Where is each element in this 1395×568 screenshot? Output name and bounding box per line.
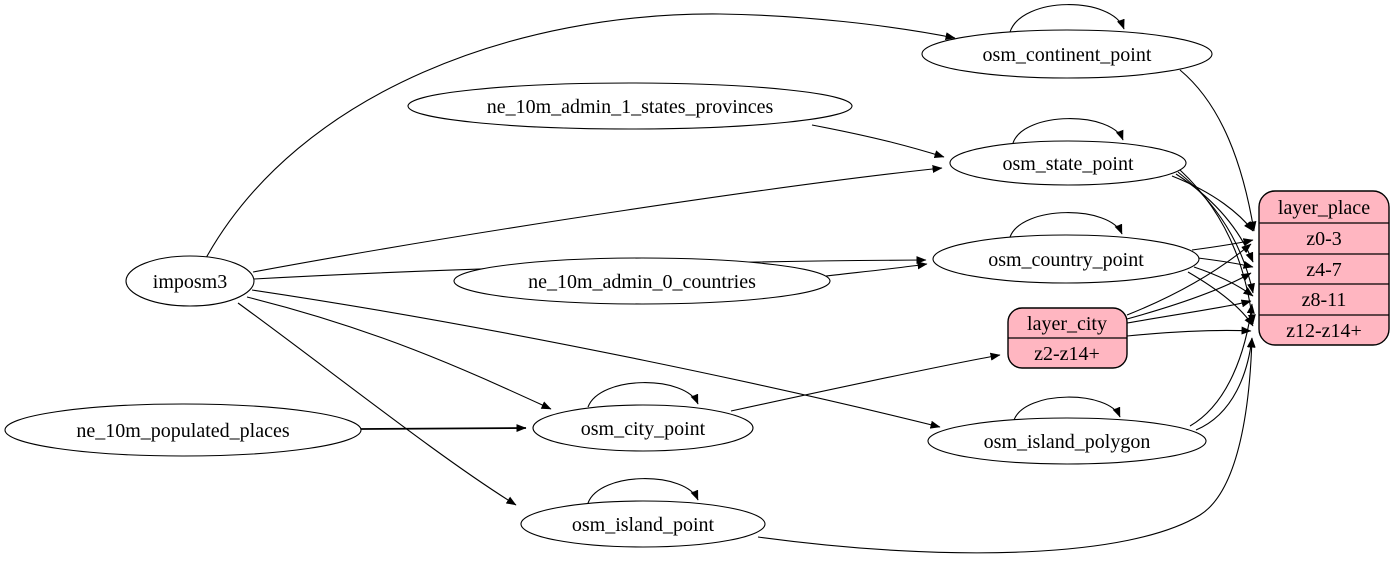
edge-osm_island_polygon-to-layer_place-z12-z14 xyxy=(1195,337,1255,431)
node-osm_state_point: osm_state_point xyxy=(949,140,1187,186)
node-osm_country_point-label: osm_country_point xyxy=(988,249,1144,271)
nodes-layer: imposm3 ne_10m_admin_1_states_provinces … xyxy=(4,29,1390,548)
edge-ne_10m_admin_1_states_provinces-to-osm_state_point xyxy=(811,124,945,159)
edge-osm_state_point-self xyxy=(1012,118,1124,144)
node-ne_10m_admin_1_states_provinces-shape xyxy=(407,82,853,130)
edge-layer_city-to-layer_place-z0-3 xyxy=(1126,243,1252,316)
node-imposm3-shape xyxy=(125,255,255,307)
node-ne_10m_admin_1_states_provinces-label: ne_10m_admin_1_states_provinces xyxy=(487,96,774,118)
node-layer_place-row-z4-7: z4-7 xyxy=(1306,259,1342,281)
node-osm_continent_point-label: osm_continent_point xyxy=(983,44,1152,66)
node-osm_country_point-shape xyxy=(932,234,1200,284)
node-osm_continent_point-shape xyxy=(921,29,1213,79)
edge-layer_city-to-layer_place-z8-11 xyxy=(1126,299,1252,324)
node-osm_island_polygon-label: osm_island_polygon xyxy=(984,431,1151,453)
node-layer_place-shape xyxy=(1258,190,1390,346)
edge-imposm3-to-osm_city_point xyxy=(246,296,552,410)
edges-layer xyxy=(205,4,1257,554)
edge-osm_country_point-to-layer_place-z4-7 xyxy=(1197,257,1254,269)
edge-osm_city_point-self xyxy=(587,382,699,408)
node-layer_city-title: layer_city xyxy=(1027,313,1107,335)
edge-ne_10m_populated_places-to-osm_city_point xyxy=(360,424,527,433)
edge-imposm3-to-osm_island_point xyxy=(237,302,517,506)
edge-osm_state_point-to-layer_place-z0-3 xyxy=(1171,175,1254,232)
node-osm_continent_point: osm_continent_point xyxy=(921,29,1213,79)
node-layer_city: layer_city z2-z14+ xyxy=(1007,307,1128,369)
edge-layer_city-to-layer_place-z4-7 xyxy=(1126,272,1252,320)
node-imposm3: imposm3 xyxy=(125,255,255,307)
node-ne_10m_populated_places-shape xyxy=(4,403,362,457)
edge-osm_island_polygon-self xyxy=(1013,396,1121,421)
node-osm_state_point-shape xyxy=(949,140,1187,186)
edge-osm_continent_point-self xyxy=(1009,4,1125,33)
edge-osm_city_point-to-layer_city-z2-z14 xyxy=(730,352,1001,412)
node-ne_10m_populated_places: ne_10m_populated_places xyxy=(4,403,362,457)
node-ne_10m_admin_0_countries-shape xyxy=(453,257,831,305)
edge-imposm3-to-osm_island_polygon xyxy=(251,289,941,429)
node-layer_place-title: layer_place xyxy=(1278,197,1370,219)
edge-osm_island_point-self xyxy=(587,478,699,504)
node-ne_10m_admin_0_countries: ne_10m_admin_0_countries xyxy=(453,257,831,305)
node-osm_country_point: osm_country_point xyxy=(932,234,1200,284)
edge-osm_island_point-to-layer_place-z12-z14 xyxy=(757,337,1256,554)
node-osm_island_polygon-shape xyxy=(927,417,1207,465)
node-osm_city_point: osm_city_point xyxy=(532,404,754,452)
node-ne_10m_populated_places-label: ne_10m_populated_places xyxy=(76,420,289,442)
node-layer_place-row-z8-11: z8-11 xyxy=(1302,289,1347,311)
node-osm_city_point-label: osm_city_point xyxy=(581,418,706,440)
edge-osm_continent_point-to-layer_place-z0-3 xyxy=(1179,69,1257,232)
edge-imposm3-to-osm_continent_point xyxy=(205,13,956,259)
node-osm_city_point-shape xyxy=(532,404,754,452)
edge-osm_island_polygon-to-layer_place-z8-11 xyxy=(1189,303,1255,427)
node-layer_place: layer_place z0-3 z4-7 z8-11 z12-z14+ xyxy=(1258,190,1390,346)
node-osm_island_polygon: osm_island_polygon xyxy=(927,417,1207,465)
node-osm_state_point-label: osm_state_point xyxy=(1002,153,1134,175)
edge-layer_city-to-layer_place-z12-z14 xyxy=(1126,326,1252,337)
node-ne_10m_admin_0_countries-label: ne_10m_admin_0_countries xyxy=(528,271,756,293)
edge-osm_country_point-to-layer_place-z0-3 xyxy=(1191,238,1254,251)
edge-osm_country_point-to-layer_place-z8-11 xyxy=(1193,266,1254,297)
edge-ne_10m_admin_0_countries-to-osm_country_point xyxy=(825,261,928,277)
node-osm_island_point-shape xyxy=(520,500,766,548)
node-layer_city-row-z2-z14: z2-z14+ xyxy=(1034,343,1100,365)
edge-osm_country_point-to-layer_place-z12-z14 xyxy=(1187,271,1254,327)
edge-osm_state_point-to-layer_place-z4-7 xyxy=(1175,173,1254,263)
node-imposm3-label: imposm3 xyxy=(153,271,227,293)
node-ne_10m_admin_1_states_provinces: ne_10m_admin_1_states_provinces xyxy=(407,82,853,130)
edge-osm_country_point-self xyxy=(1009,212,1123,238)
node-osm_island_point: osm_island_point xyxy=(520,500,766,548)
node-layer_place-row-z12-z14: z12-z14+ xyxy=(1286,320,1362,342)
node-osm_island_point-label: osm_island_point xyxy=(572,514,715,536)
edge-imposm3-to-osm_state_point xyxy=(252,165,943,273)
node-layer_place-row-z0-3: z0-3 xyxy=(1306,228,1342,250)
